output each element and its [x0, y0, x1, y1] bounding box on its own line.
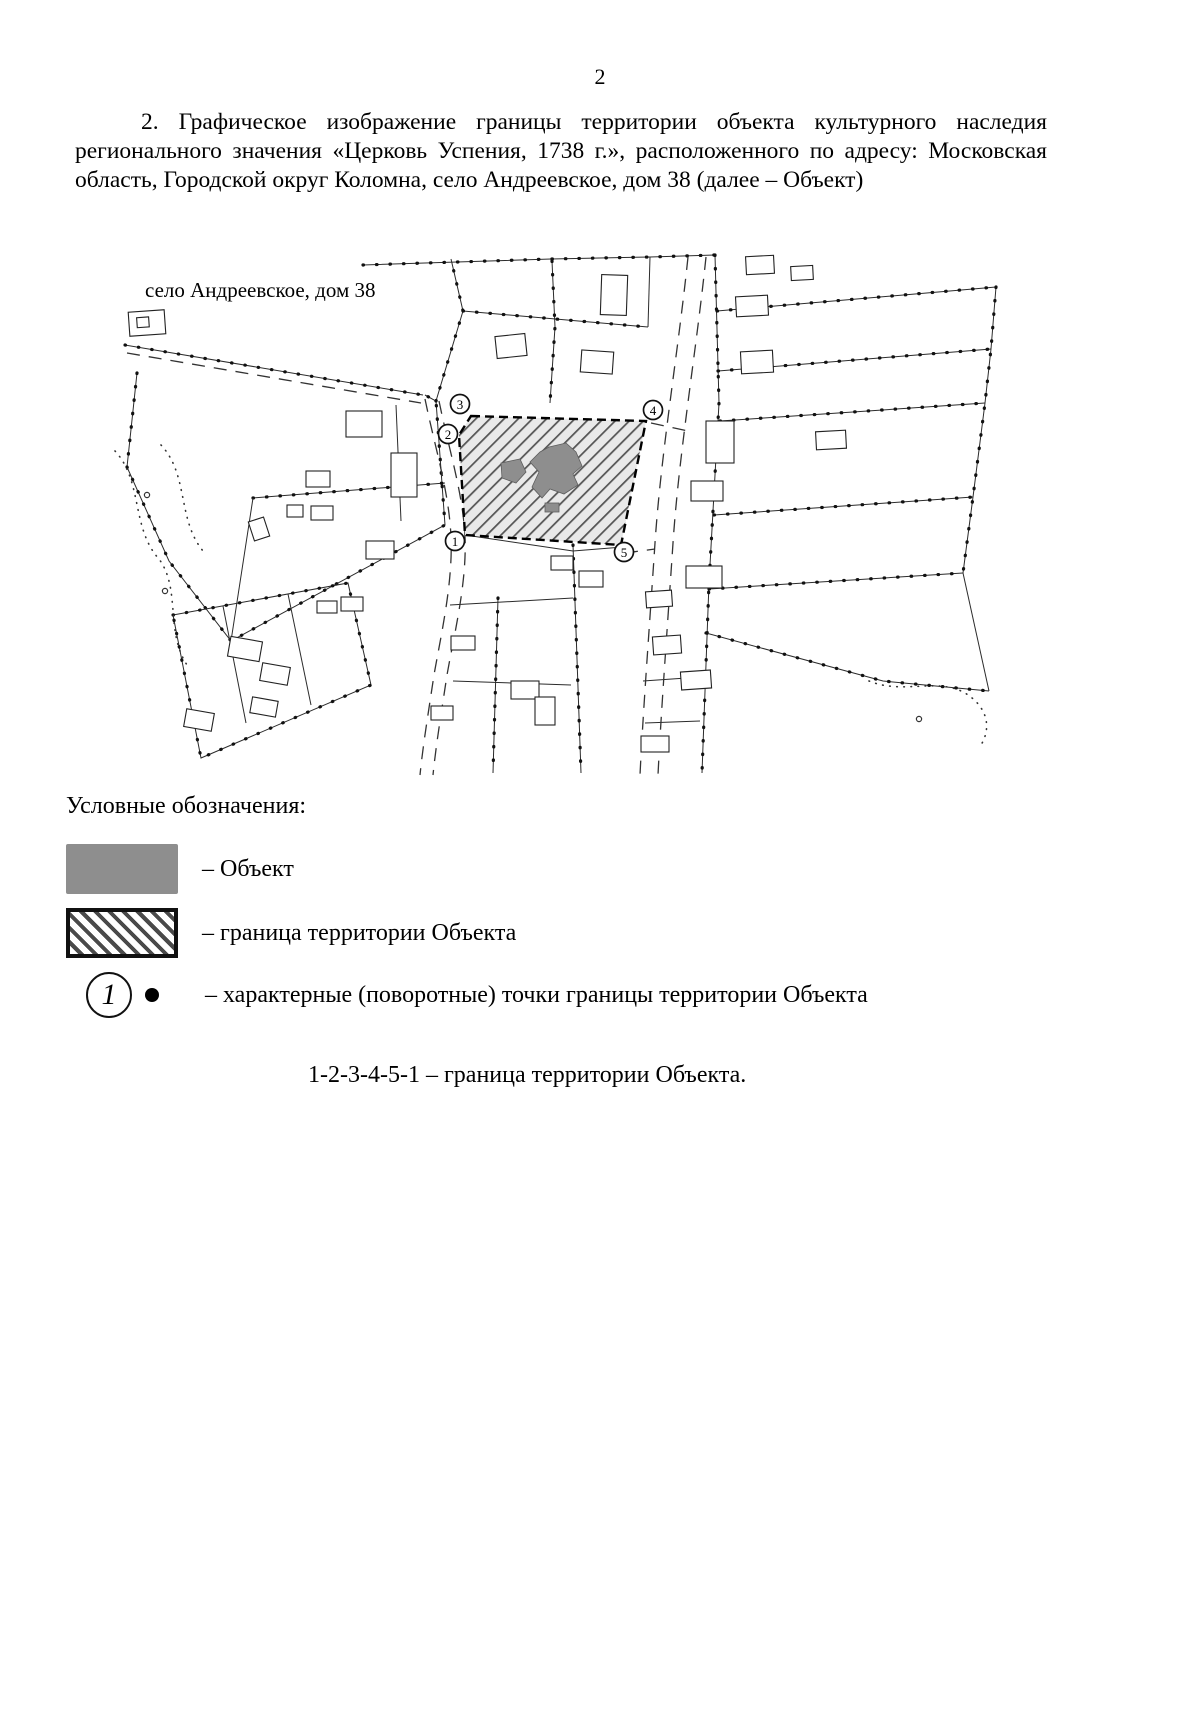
boundary-point-3-label: 3 — [457, 397, 464, 412]
legend: Условные обозначения: – Объект – граница… — [66, 793, 1066, 1032]
legend-boundary-label: – граница территории Объекта — [202, 919, 517, 946]
boundary-point-3: 3 — [449, 393, 471, 415]
territory-boundary-swatch — [66, 908, 178, 958]
site-plan-map: 1 2 3 4 5 село Андреевское, дом 38 — [103, 253, 998, 778]
boundary-point-2-label: 2 — [445, 427, 452, 442]
site-plan-svg: 1 2 3 4 5 село Андреевское, дом 38 — [114, 253, 998, 776]
contour-lines — [114, 444, 988, 746]
legend-item-boundary: – граница территории Объекта — [66, 908, 1066, 958]
map-address-label: село Андреевское, дом 38 — [145, 278, 376, 302]
legend-item-object: – Объект — [66, 844, 1066, 894]
turning-point-circle: 1 — [86, 972, 132, 1018]
boundary-point-4-label: 4 — [650, 403, 657, 418]
object-fill-swatch — [66, 844, 178, 894]
boundary-point-2: 2 — [437, 423, 459, 445]
page-number: 2 — [594, 64, 606, 89]
legend-title: Условные обозначения: — [66, 793, 307, 819]
object-church-footprint — [500, 442, 583, 513]
buildings — [127, 254, 848, 753]
boundary-sequence-caption: 1-2-3-4-5-1 – граница территории Объекта… — [308, 1062, 747, 1088]
turning-point-symbol: 1 — [66, 972, 181, 1018]
legend-object-label: – Объект — [202, 855, 294, 882]
legend-item-points: 1 – характерные (поворотные) точки грани… — [66, 972, 1066, 1018]
boundary-point-4: 4 — [642, 399, 664, 421]
boundary-point-5: 5 — [613, 541, 635, 563]
intro-paragraph: 2. Графическое изображение границы терри… — [75, 109, 1047, 194]
boundary-point-5-label: 5 — [621, 545, 628, 560]
boundary-point-1-label: 1 — [452, 534, 459, 549]
roads — [126, 256, 707, 776]
turning-point-dot-icon — [145, 988, 159, 1002]
boundary-point-1: 1 — [444, 530, 466, 552]
legend-points-label: – характерные (поворотные) точки границы… — [205, 981, 868, 1008]
